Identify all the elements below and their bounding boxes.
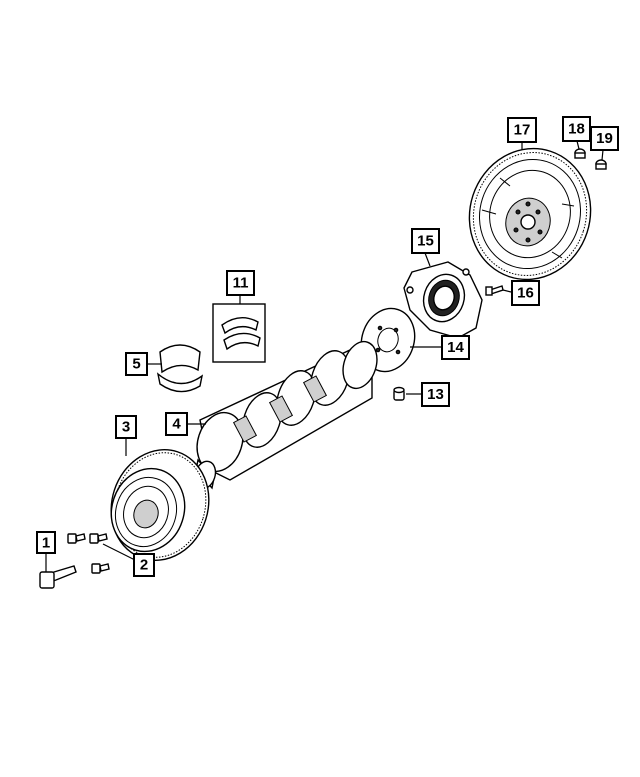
main-bearing[interactable] — [156, 344, 204, 393]
rear-seal-retainer[interactable] — [403, 261, 483, 339]
flywheel-bolt-alt[interactable] — [595, 159, 607, 170]
callout-14-label: 14 — [447, 339, 464, 356]
callout-17-label: 17 — [514, 122, 531, 139]
callout-19[interactable]: 19 — [590, 126, 619, 151]
callout-5[interactable]: 5 — [125, 352, 148, 376]
callout-14[interactable]: 14 — [441, 335, 470, 360]
callout-4-label: 4 — [172, 416, 181, 433]
callout-18[interactable]: 18 — [562, 116, 591, 142]
callout-1[interactable]: 1 — [36, 531, 56, 554]
pilot-bushing[interactable] — [393, 386, 405, 401]
callout-16-label: 16 — [517, 285, 534, 302]
callout-3[interactable]: 3 — [115, 415, 137, 439]
bolt-large[interactable] — [39, 565, 77, 589]
callout-18-label: 18 — [568, 121, 585, 138]
callout-15-label: 15 — [417, 233, 434, 250]
callout-17[interactable]: 17 — [507, 117, 537, 143]
callout-15[interactable]: 15 — [411, 228, 440, 254]
callout-13-label: 13 — [427, 386, 444, 403]
callout-2[interactable]: 2 — [133, 553, 155, 577]
thrust-washers[interactable] — [212, 303, 266, 363]
bolts-small[interactable] — [67, 533, 110, 574]
callout-11[interactable]: 11 — [226, 270, 255, 296]
callout-1-label: 1 — [42, 535, 50, 552]
flywheel[interactable] — [453, 133, 608, 296]
callout-13[interactable]: 13 — [421, 382, 450, 407]
crankshaft-damper[interactable] — [97, 437, 223, 573]
callout-11-label: 11 — [233, 275, 249, 292]
leader-lines — [45, 140, 604, 572]
flywheel-bolt[interactable] — [574, 148, 586, 159]
crankshaft[interactable] — [190, 337, 383, 491]
retainer-bolt[interactable] — [485, 285, 504, 296]
callout-16[interactable]: 16 — [511, 280, 540, 306]
callout-3-label: 3 — [122, 419, 130, 436]
callout-5-label: 5 — [132, 356, 140, 373]
callout-19-label: 19 — [596, 130, 613, 147]
callout-2-label: 2 — [140, 557, 148, 574]
callout-4[interactable]: 4 — [165, 412, 188, 436]
